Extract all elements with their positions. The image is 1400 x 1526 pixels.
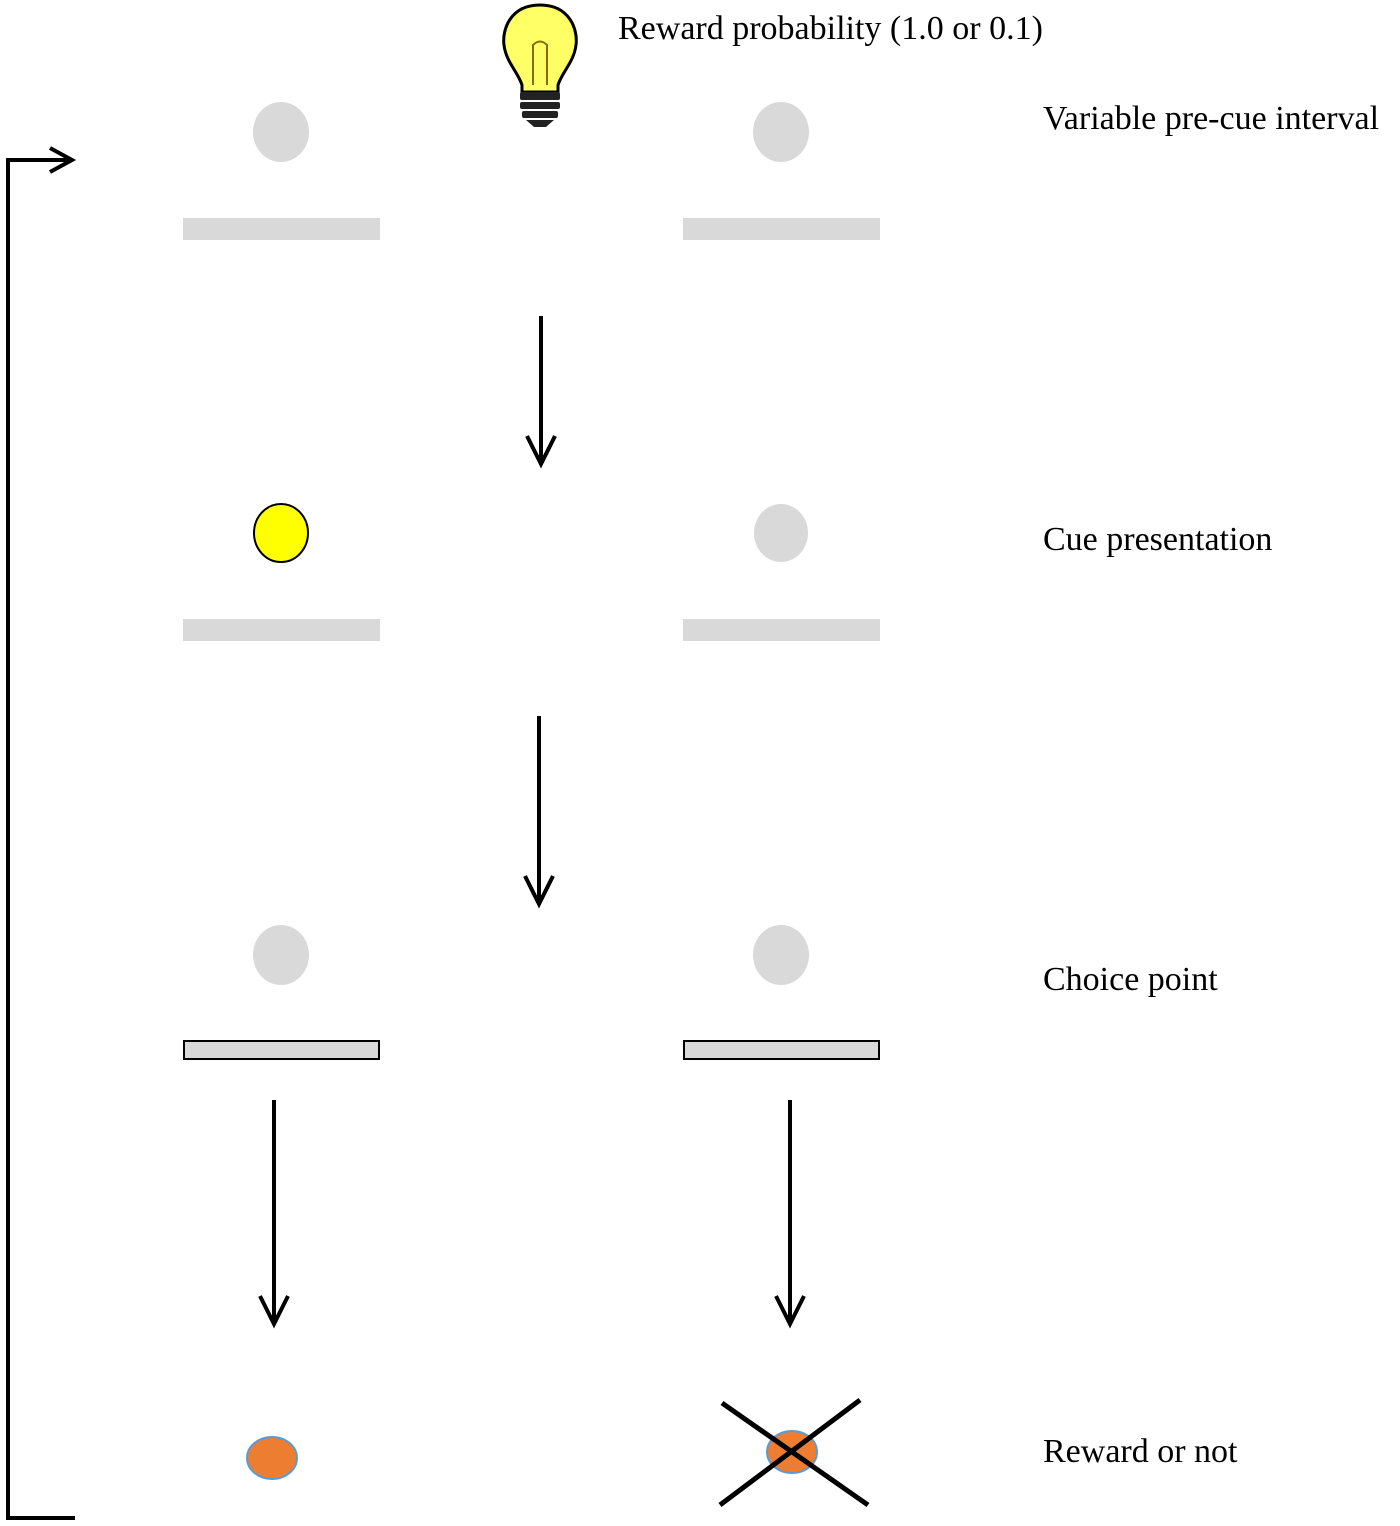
left-lever-retracted bbox=[183, 619, 380, 641]
arrow-down-icon bbox=[525, 316, 557, 469]
arrow-down-icon bbox=[523, 716, 555, 909]
left-light-off bbox=[253, 102, 309, 162]
left-lever-retracted bbox=[183, 218, 380, 240]
cross-mark-icon bbox=[718, 1398, 870, 1508]
diagram-title: Reward probability (1.0 or 0.1) bbox=[618, 10, 1043, 47]
stage-label-outcome: Reward or not bbox=[1043, 1433, 1238, 1470]
arrow-down-icon bbox=[258, 1100, 290, 1329]
reward-pellet bbox=[246, 1436, 298, 1480]
right-lever-retracted bbox=[683, 619, 880, 641]
stage-label-precue: Variable pre-cue interval bbox=[1043, 100, 1380, 137]
left-lever-extended bbox=[183, 1040, 380, 1060]
stage-cue bbox=[183, 503, 880, 641]
stage-choice bbox=[183, 925, 880, 1060]
stage-precue bbox=[183, 102, 880, 240]
left-cue-light-on bbox=[253, 503, 309, 563]
left-light-off bbox=[253, 925, 309, 985]
right-light-off bbox=[753, 925, 809, 985]
stage-outcome bbox=[246, 1398, 870, 1508]
right-lever-extended bbox=[683, 1040, 880, 1060]
right-light-off bbox=[753, 102, 809, 162]
stage-label-choice: Choice point bbox=[1043, 961, 1218, 998]
loop-bracket bbox=[6, 146, 77, 1520]
right-light-off bbox=[754, 504, 808, 562]
stage-label-cue: Cue presentation bbox=[1043, 521, 1273, 558]
light-bulb-icon bbox=[502, 3, 578, 127]
right-lever-retracted bbox=[683, 218, 880, 240]
arrow-down-icon bbox=[774, 1100, 806, 1329]
